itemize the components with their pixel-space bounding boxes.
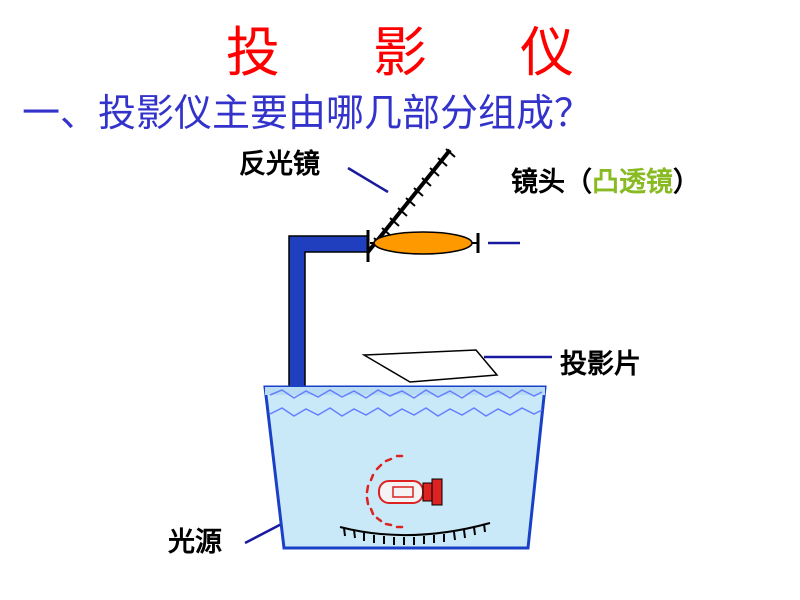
glass-wave-top: [269, 389, 543, 399]
page-title: 投 影 仪: [225, 21, 613, 84]
mirror: [366, 148, 452, 254]
lens-label: 镜头（凸透镜）: [511, 160, 700, 199]
glass-wave-bottom: [269, 407, 543, 417]
light-source-label: 光源: [168, 527, 222, 558]
box-rim: [265, 387, 545, 395]
light-rays: [365, 454, 404, 529]
lens-label-prefix: 镜头（: [511, 167, 592, 198]
lens: [373, 231, 473, 255]
projection-slide: [361, 349, 499, 383]
support-arm: [288, 235, 369, 391]
slide-label: 投影片: [560, 349, 641, 380]
mirror-leader-line: [347, 166, 389, 194]
scale-arc: [339, 522, 491, 545]
question-heading: 一、投影仪主要由哪几部分组成？: [22, 91, 593, 135]
lens-label-convex: 凸透镜: [592, 167, 673, 198]
bulb-icon: [378, 478, 443, 506]
lens-label-suffix: ）: [673, 167, 700, 198]
mirror-label: 反光镜: [239, 149, 320, 180]
